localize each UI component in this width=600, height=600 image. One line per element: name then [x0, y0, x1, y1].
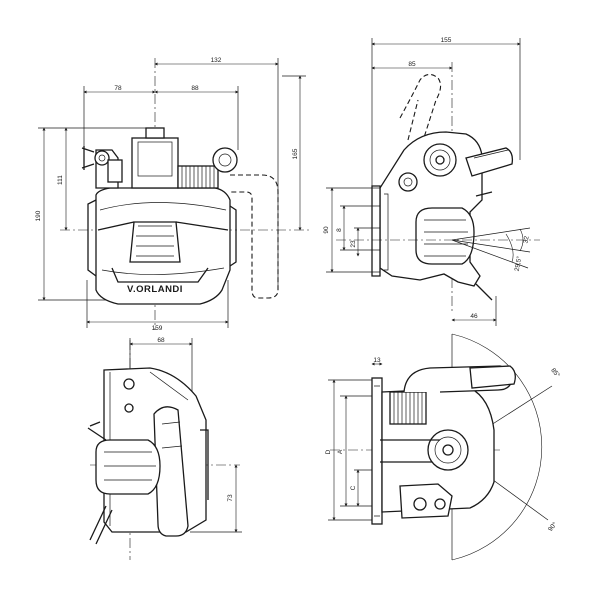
left-fin: [87, 199, 97, 277]
side-view: 155 85 90 8 23 32 29,5° 46: [323, 37, 540, 326]
upper-horn: [87, 421, 107, 441]
rear-view: 68 73: [87, 337, 242, 560]
pivot-dial: [423, 143, 457, 177]
body-edge: [97, 221, 229, 231]
internal-rods: [380, 439, 440, 463]
dim-label-68: 68: [157, 337, 165, 344]
rear-jaw: [95, 439, 161, 495]
top-spring: [389, 391, 427, 425]
lever-raised-dashed: [407, 99, 419, 141]
dim-label-46: 46: [470, 313, 478, 320]
bolt: [124, 403, 134, 413]
angle-line: [451, 239, 529, 269]
dim-label-90: 90: [323, 226, 330, 234]
side-plate: [200, 429, 209, 500]
angle-arc: [505, 233, 514, 263]
dim-label-angle-85: 85°: [549, 366, 562, 379]
body-contour: [99, 202, 227, 211]
lever-open-position-dashed: [230, 174, 279, 299]
top-cap: [145, 127, 165, 139]
jaw-horns: [475, 191, 493, 301]
angle-line: [451, 239, 531, 253]
handle-grip: [469, 365, 516, 389]
dim-label-D: D: [325, 449, 332, 454]
handle-contour: [473, 149, 509, 159]
jaw-mouth: [129, 221, 181, 263]
dim-label-155: 155: [441, 37, 452, 44]
flange-plate: [384, 193, 389, 271]
dim-label-85: 85: [408, 61, 416, 68]
dim-label-23: 23: [350, 240, 357, 248]
brand-plate: [111, 267, 209, 283]
mounting-flange: [371, 185, 381, 277]
top-housing-window: [137, 141, 173, 177]
dim-label-A: A: [337, 449, 344, 454]
lever-grip-lines: [161, 421, 183, 449]
angle-line: [451, 227, 531, 241]
right-fin: [229, 205, 237, 267]
jaw-ribs: [136, 225, 174, 257]
dim-label-C: C: [350, 485, 357, 490]
top-housing: [131, 137, 179, 189]
brand-label: V.ORLANDI: [127, 284, 183, 295]
dim-label-111: 111: [57, 175, 64, 185]
side-handle: [465, 147, 514, 177]
dim-label-angle-90: 90°: [546, 520, 559, 533]
dim-label-88: 88: [191, 85, 199, 92]
front-view: V.ORLANDI 132 78 88 190 111 165 159: [35, 57, 310, 332]
dim-label-angle-a: 32: [522, 235, 530, 244]
dim-label-159: 159: [152, 325, 163, 332]
dim-label-13: 13: [373, 357, 381, 364]
bolt: [413, 497, 427, 511]
dim-label-73: 73: [227, 494, 234, 502]
dim-label-165: 165: [292, 148, 299, 159]
release-knob: [212, 147, 238, 173]
jaw-profile: [415, 207, 475, 265]
jaw-ribs: [104, 451, 156, 481]
rotation-arc: [451, 333, 543, 561]
bolt: [434, 498, 446, 510]
jaw-ribs: [424, 219, 468, 257]
lower-horn: [89, 505, 113, 545]
top-dial: [427, 429, 469, 471]
dim-label-132: 132: [211, 57, 222, 64]
rear-lever: [153, 406, 189, 537]
mounting-plate: [371, 377, 383, 525]
dim-label-8: 8: [336, 228, 343, 232]
plate-holes: [374, 385, 380, 517]
bolt: [123, 378, 135, 390]
dim-label-190: 190: [35, 210, 42, 221]
left-lever-mechanism: [81, 146, 123, 189]
dim-label-angle-b: 29,5°: [513, 255, 524, 272]
pin-boss: [398, 172, 418, 192]
dim-label-78: 78: [114, 85, 122, 92]
top-view: 13 D A C 85° 90°: [325, 333, 562, 561]
lever-raised-dashed: [399, 73, 442, 151]
spring: [177, 165, 219, 189]
